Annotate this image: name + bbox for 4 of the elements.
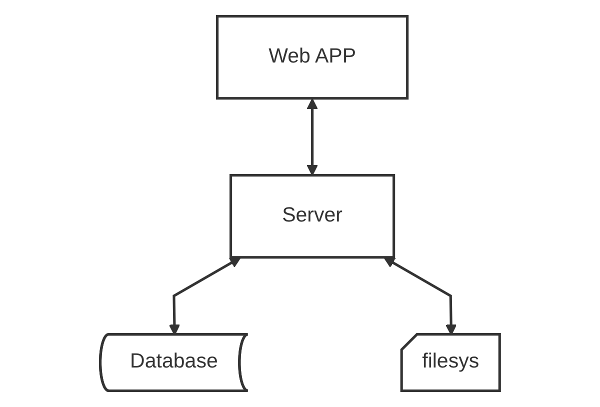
node-box: Server	[230, 174, 396, 259]
arrow	[306, 98, 318, 176]
node-box: Web APP	[216, 14, 409, 100]
arrow	[384, 257, 457, 336]
